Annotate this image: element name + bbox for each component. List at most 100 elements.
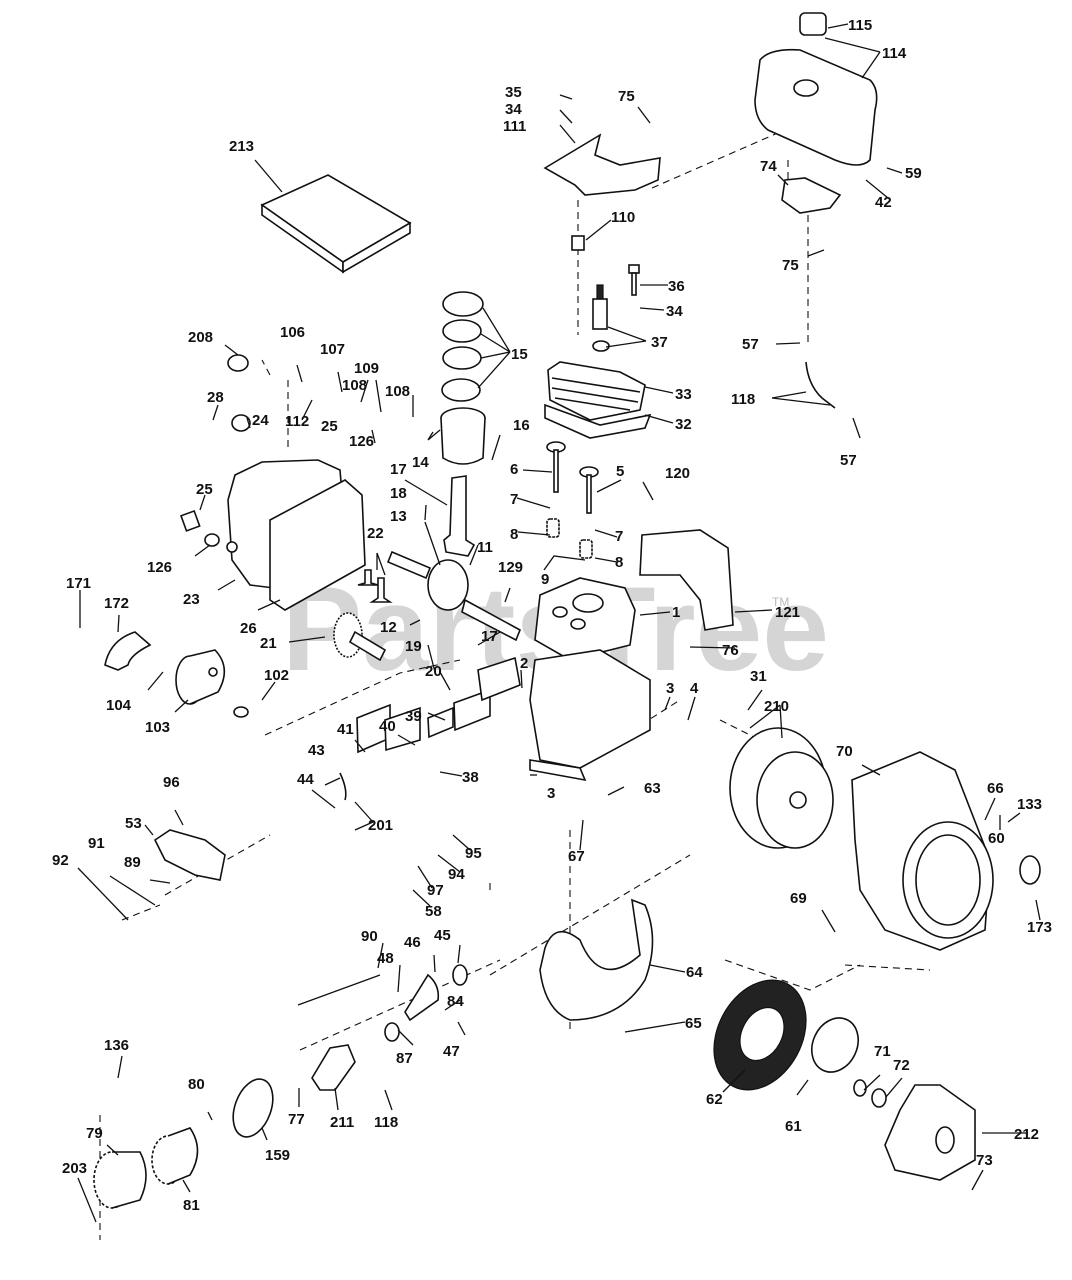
rotating-screen [713, 979, 807, 1091]
fuel-tank [754, 12, 878, 166]
callout-81: 81 [183, 1197, 200, 1214]
callout-12: 12 [380, 619, 397, 636]
callout-58: 58 [425, 903, 442, 920]
washer [853, 1079, 867, 1097]
callout-108: 108 [342, 377, 367, 394]
callout-79: 79 [86, 1125, 103, 1142]
pulley-cover [104, 631, 152, 671]
callout-62: 62 [706, 1091, 723, 1108]
callout-171: 171 [66, 575, 91, 592]
callout-118: 118 [374, 1114, 398, 1131]
callout-23: 23 [183, 591, 200, 608]
fuel-line [805, 361, 836, 409]
callout-13: 13 [390, 508, 407, 525]
callout-66: 66 [987, 780, 1004, 797]
crankcase-cover [226, 459, 366, 611]
callout-3: 3 [547, 785, 555, 802]
callout-57: 57 [840, 452, 857, 469]
pulley-washer [233, 706, 249, 718]
callouts: 115 114 35 34 111 75 213 74 59 42 110 75… [52, 17, 1052, 1214]
callout-115: 115 [848, 17, 872, 34]
callout-95: 95 [465, 845, 482, 862]
callout-211: 211 [330, 1114, 354, 1131]
gasket-set-box [260, 174, 412, 274]
callout-92: 92 [52, 852, 69, 869]
piston [440, 407, 486, 465]
callout-8: 8 [615, 554, 623, 571]
callout-22: 22 [367, 525, 384, 542]
callout-18: 18 [390, 485, 407, 502]
callout-172: 172 [104, 595, 129, 612]
connecting-rod [443, 475, 476, 557]
air-cleaner-base [232, 1078, 274, 1138]
callout-89: 89 [124, 854, 141, 871]
governor-link [297, 974, 381, 1006]
callout-11: 11 [477, 539, 493, 556]
recoil-starter [884, 1084, 976, 1181]
valve-springs [546, 518, 593, 559]
callout-173: 173 [1027, 919, 1052, 936]
callout-8: 8 [510, 526, 518, 543]
tank-bracket [781, 177, 842, 214]
breather-tube [339, 772, 347, 801]
callout-94: 94 [448, 866, 465, 883]
callout-104: 104 [106, 697, 132, 714]
control-bracket [153, 829, 226, 881]
callout-45: 45 [434, 927, 451, 944]
callout-21: 21 [260, 635, 277, 652]
callout-111: 111 [503, 118, 526, 135]
lower-shield [539, 898, 654, 1021]
callout-72: 72 [893, 1057, 910, 1074]
callout-210: 210 [764, 698, 789, 715]
callout-1: 1 [672, 604, 680, 621]
callout-39: 39 [405, 708, 422, 725]
callout-74: 74 [760, 158, 777, 175]
callout-20: 20 [425, 663, 442, 680]
callout-6: 6 [510, 461, 518, 478]
tappets [357, 569, 393, 603]
callout-129: 129 [498, 559, 523, 576]
callout-25: 25 [196, 481, 213, 498]
breather-assembly [356, 656, 521, 754]
callout-106: 106 [280, 324, 305, 341]
callout-26: 26 [240, 620, 257, 637]
callout-159: 159 [265, 1147, 290, 1164]
callout-133: 133 [1017, 796, 1042, 813]
callout-203: 203 [62, 1160, 87, 1177]
callout-112: 112 [285, 413, 309, 430]
intake-gasket [452, 964, 468, 986]
callout-73: 73 [976, 1152, 993, 1169]
air-shield [639, 529, 734, 631]
callout-61: 61 [785, 1118, 802, 1135]
callout-17: 17 [390, 461, 407, 478]
callout-90: 90 [361, 928, 378, 945]
callout-76: 76 [722, 642, 739, 659]
callout-69: 69 [790, 890, 807, 907]
callout-47: 47 [443, 1043, 460, 1060]
callout-201: 201 [368, 817, 393, 834]
part-shapes [93, 12, 1041, 1209]
air-cleaner-cover [93, 1151, 147, 1209]
callout-136: 136 [104, 1037, 129, 1054]
callout-35: 35 [505, 84, 522, 101]
callout-19: 19 [405, 638, 422, 655]
callout-17: 17 [481, 628, 498, 645]
callout-7: 7 [510, 491, 518, 508]
cylinder-head [544, 361, 652, 439]
callout-63: 63 [644, 780, 661, 797]
spacer [571, 235, 585, 251]
callout-126: 126 [349, 433, 374, 450]
callout-103: 103 [145, 719, 170, 736]
callout-37: 37 [651, 334, 668, 351]
callout-25: 25 [321, 418, 338, 435]
callout-41: 41 [337, 721, 354, 738]
callout-213: 213 [229, 138, 254, 155]
callout-60: 60 [988, 830, 1005, 847]
callout-2: 2 [520, 655, 528, 672]
callout-65: 65 [685, 1015, 702, 1032]
blower-decal [1019, 855, 1041, 885]
callout-40: 40 [379, 718, 396, 735]
callout-57: 57 [742, 336, 759, 353]
callout-5: 5 [616, 463, 624, 480]
